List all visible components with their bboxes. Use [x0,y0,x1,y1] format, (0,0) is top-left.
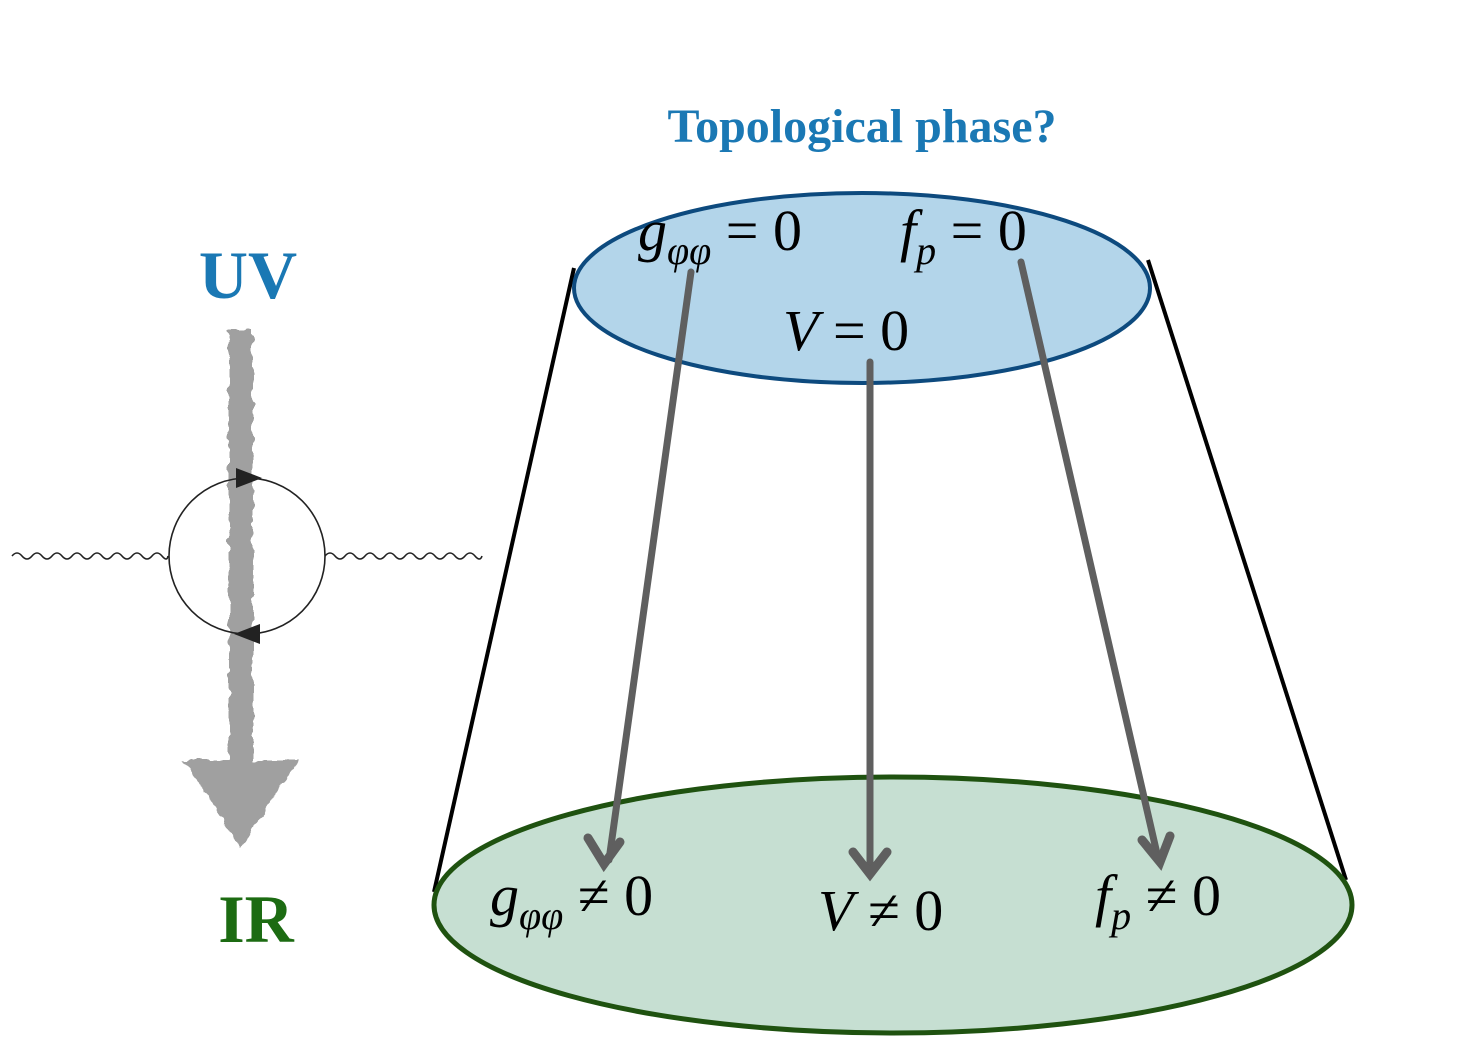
uv-potential: V = 0 [783,298,909,363]
f-flow-arrowhead [1137,831,1175,871]
g-flow-arrow [605,268,695,864]
loop-arrow-top [236,468,262,488]
topological-phase-title: Topological phase? [668,100,1057,153]
loop-arrow-bottom [234,624,260,644]
uv-label: UV [199,237,297,313]
ir-g-coupling: gφφ ≠ 0 [490,863,653,938]
v-flow-arrowhead [848,847,892,882]
left-photon-line [11,552,169,560]
left-panel: UV IR [11,237,483,957]
ir-label: IR [218,881,294,957]
fermion-loop-diagram-icon [11,468,483,644]
cone-diagram: Topological phase? gφφ = 0 fp = 0 V = 0 … [431,100,1355,1036]
right-photon-line [324,552,483,560]
uv-g-coupling: gφφ = 0 [638,198,802,273]
rg-flow-arrow-icon [184,330,298,848]
f-flow-arrow [1017,258,1162,862]
ir-disk [431,774,1355,1036]
uv-disk [572,191,1152,385]
uv-decay-constant: fp = 0 [900,198,1027,273]
cone-right-edge [1146,259,1348,881]
cone-left-edge [432,267,576,893]
inner-flow-arrows [583,258,1175,882]
g-flow-arrowhead [583,833,625,873]
ir-potential: V ≠ 0 [818,878,943,943]
